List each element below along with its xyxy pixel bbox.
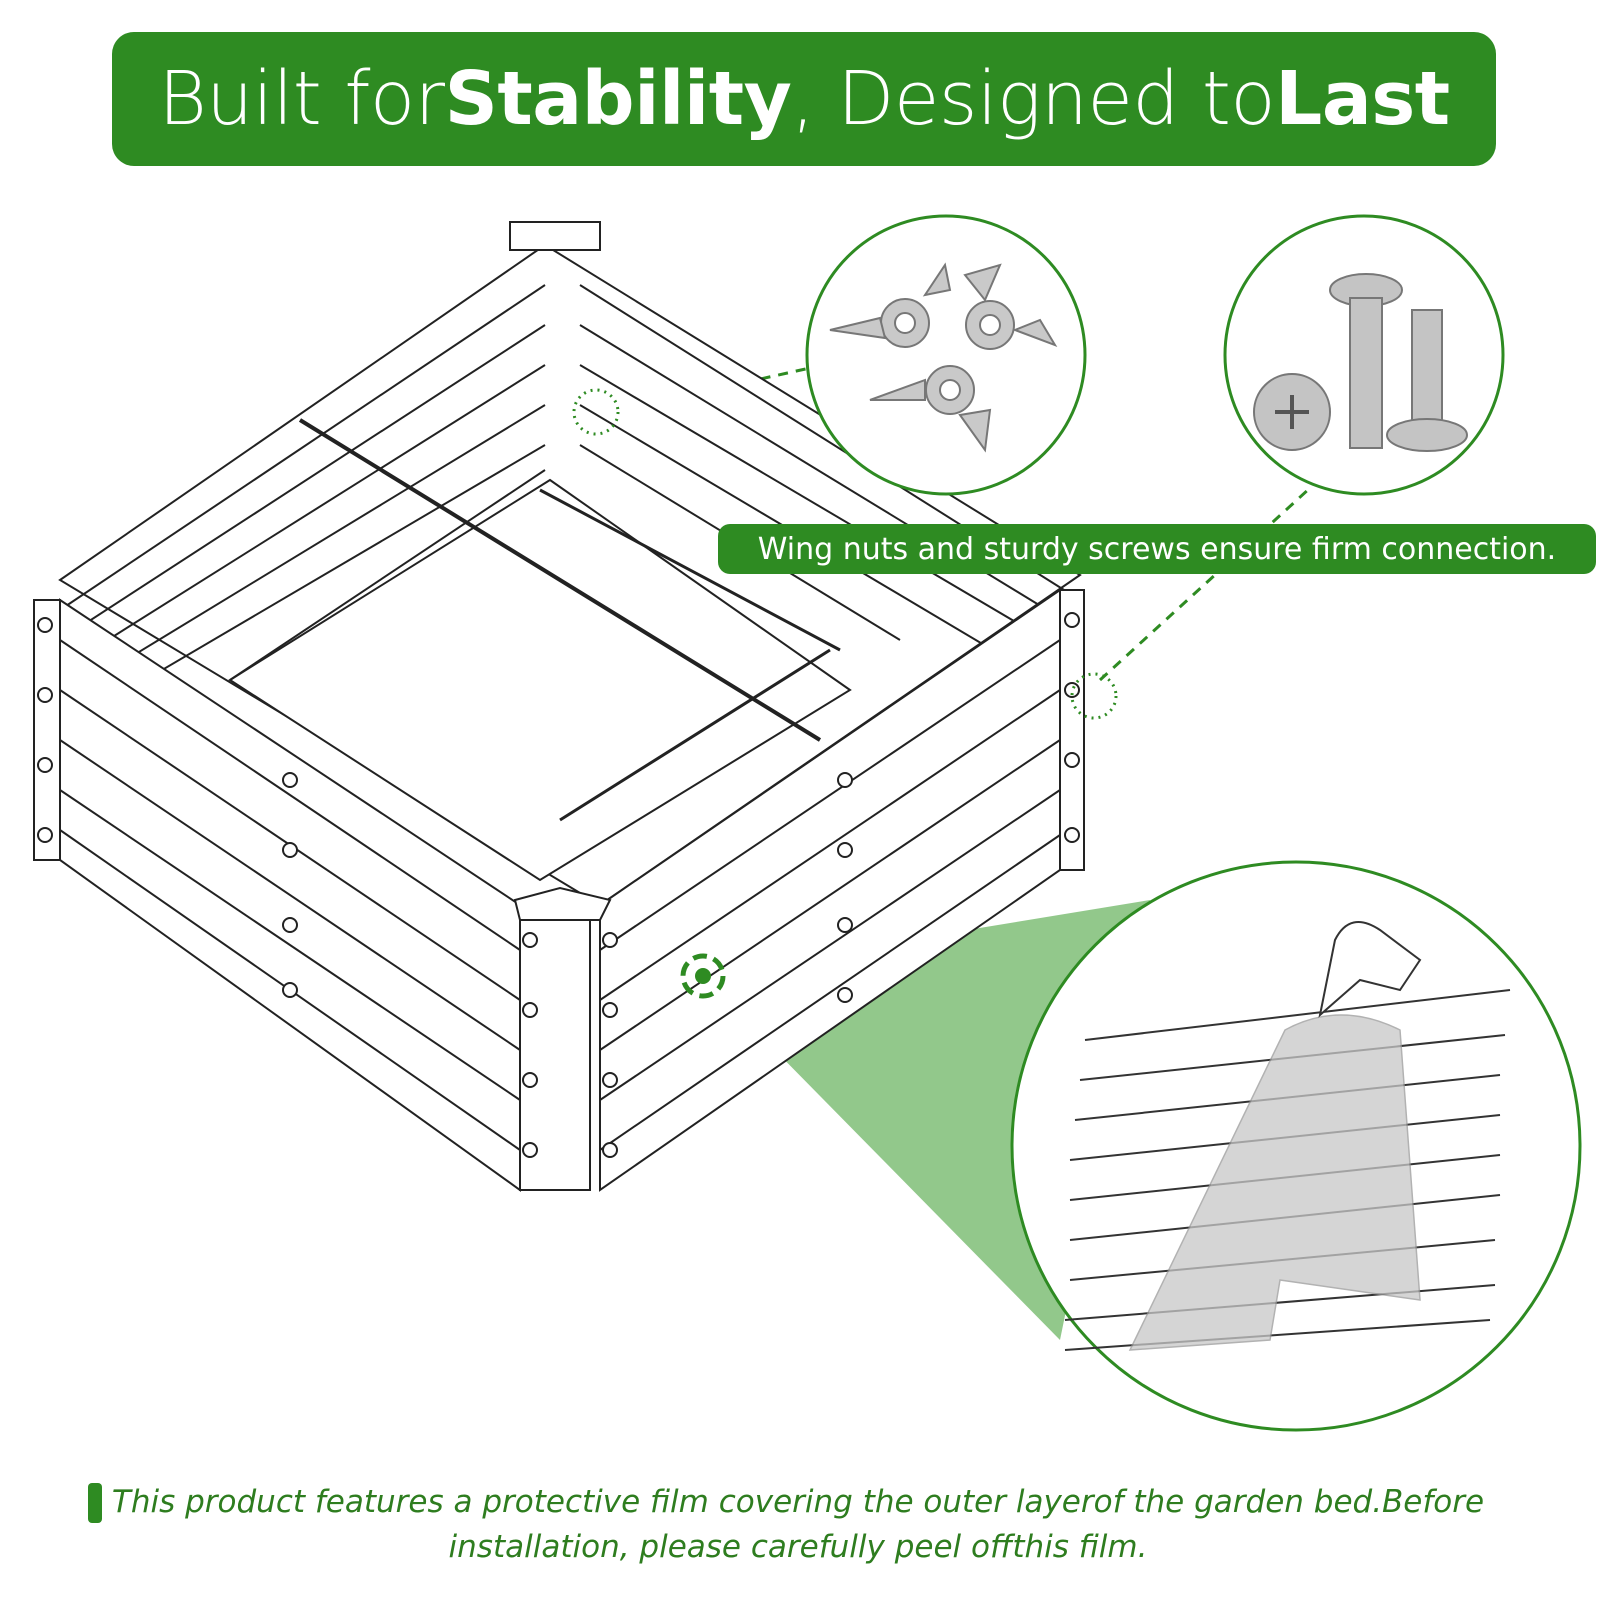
title-part-2: Stability [444, 56, 792, 142]
footer-line-1: This product features a protective film … [111, 1484, 1485, 1520]
leader-line-screw [1098, 486, 1312, 682]
title-part-4: Last [1275, 56, 1450, 142]
title-part-3: , Designed to [791, 56, 1276, 142]
screw-highlight [1070, 672, 1118, 720]
wing-nut-icon [805, 214, 1087, 496]
peel-film-illustration [1010, 860, 1582, 1432]
footer-accent-bar [88, 1483, 102, 1523]
garden-bed-illustration [33, 221, 1085, 1192]
film-target-marker [680, 953, 726, 999]
connection-callout: Wing nuts and sturdy screws ensure firm … [718, 524, 1596, 574]
footer-line-2: installation, please carefully peel offt… [448, 1529, 1148, 1565]
screw-icon [1223, 214, 1505, 496]
footer-note: This product features a protective film … [88, 1480, 1508, 1570]
wingnut-highlight [572, 388, 620, 436]
title-part-1: Built for [158, 56, 445, 142]
title-banner: Built for Stability , Designed to Last [112, 32, 1496, 166]
